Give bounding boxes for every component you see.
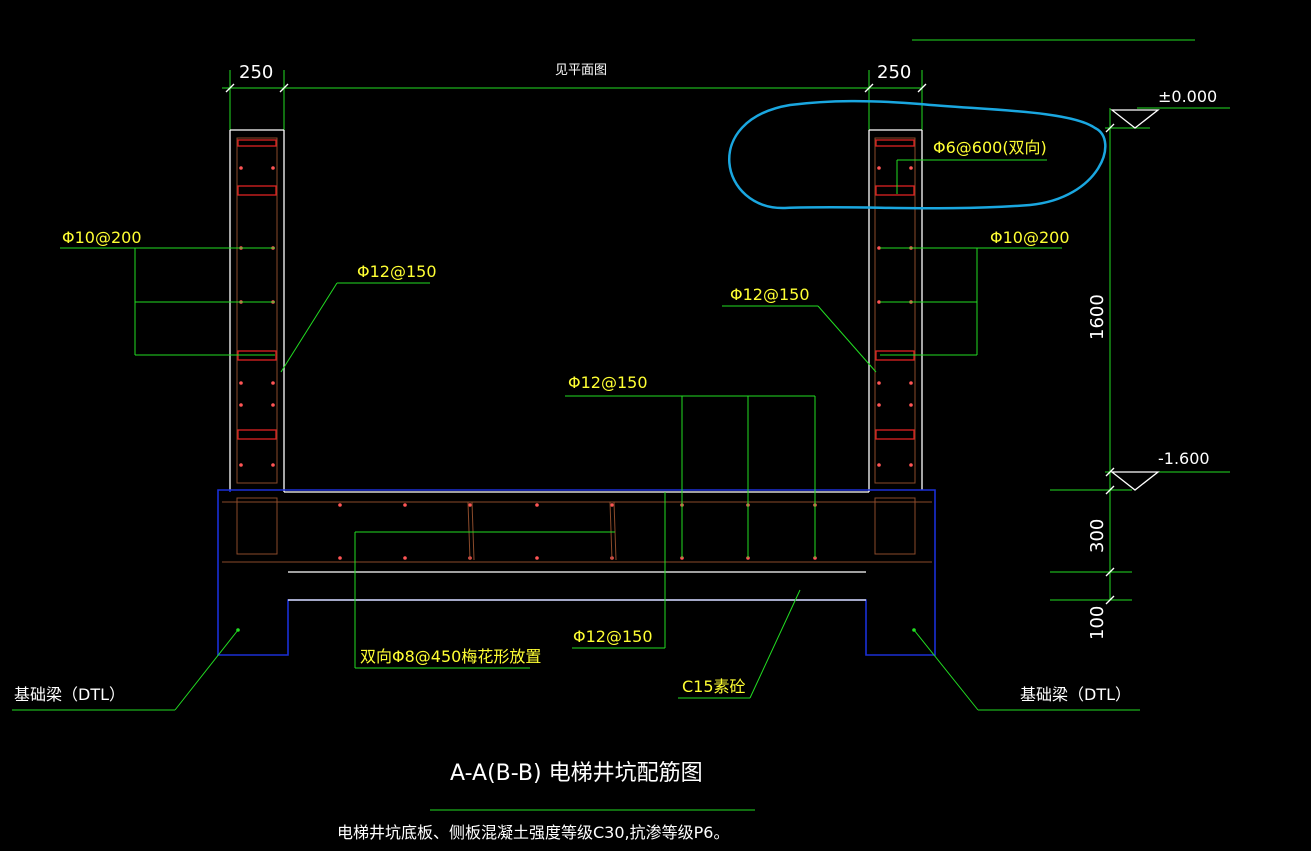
- level-pit: -1.600: [1158, 449, 1210, 468]
- rebar-slab-top: Φ12@150: [568, 373, 648, 392]
- rebar-dots: [236, 166, 916, 632]
- cushion-label: C15素砼: [682, 677, 746, 696]
- slab-lines: [222, 497, 932, 601]
- beam-left-label: 基础梁（DTL）: [14, 685, 125, 704]
- pit-concrete-outline: [229, 129, 923, 493]
- rebar-right-horizontal: Φ10@200: [990, 228, 1070, 247]
- rebar-left-horizontal: Φ10@200: [62, 228, 142, 247]
- leader-lines: [12, 159, 1140, 811]
- rebar-left-vertical: Φ12@150: [357, 262, 437, 281]
- rebar-tie-pattern: 双向Φ8@450梅花形放置: [360, 647, 541, 666]
- drawing-note: 电梯井坑底板、侧板混凝土强度等级C30,抗渗等级P6。: [337, 823, 729, 842]
- beam-right-label: 基础梁（DTL）: [1020, 685, 1131, 704]
- level-top: ±0.000: [1158, 87, 1217, 106]
- dim-left-wall: 250: [239, 62, 273, 83]
- highlight-ellipse: [728, 99, 1107, 210]
- wall-rebar: [236, 137, 916, 484]
- top-dimension-lines: [222, 39, 1195, 130]
- slab-ties: [467, 501, 617, 561]
- rebar-tie: Φ6@600(双向): [933, 138, 1047, 157]
- dim-see-plan: 见平面图: [555, 63, 607, 78]
- dim-depth: 1600: [1087, 294, 1108, 340]
- rebar-right-vertical: Φ12@150: [730, 285, 810, 304]
- elevation-dimensions: [1050, 107, 1230, 605]
- drawing-title: A-A(B-B) 电梯井坑配筋图: [450, 761, 703, 786]
- dim-slab: 300: [1087, 519, 1108, 553]
- dim-cushion: 100: [1087, 606, 1108, 640]
- dim-right-wall: 250: [877, 62, 911, 83]
- rebar-slab-bottom: Φ12@150: [573, 627, 653, 646]
